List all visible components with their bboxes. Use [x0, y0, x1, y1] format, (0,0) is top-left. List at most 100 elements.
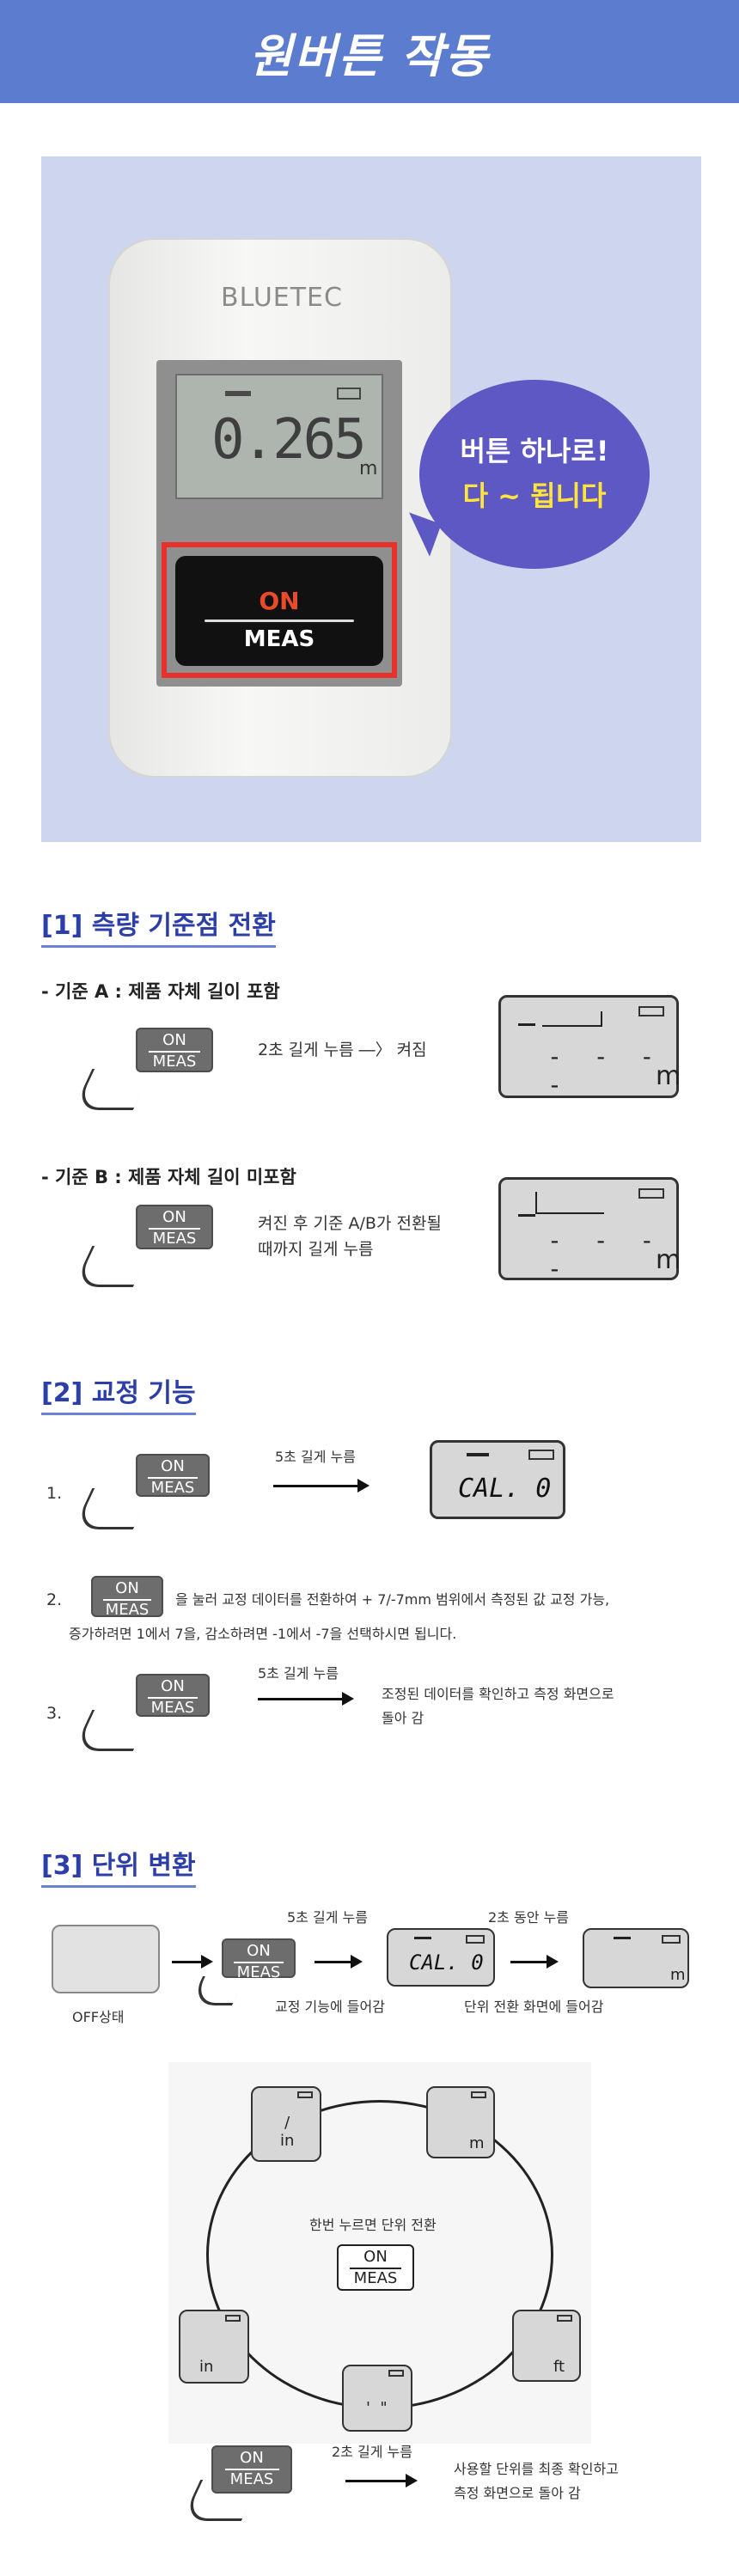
step3-text: 5초 길게 누름 — [258, 1665, 339, 1682]
unit-screen-ft-in: / in — [251, 2086, 321, 2162]
arrow-line — [258, 1698, 344, 1700]
unit-enter-text: 단위 전환 화면에 들어감 — [464, 1999, 604, 2015]
bubble-line2: 다 ~ 됩니다 — [462, 479, 607, 512]
final-press-text: 2초 길게 누름 — [332, 2444, 412, 2460]
battery-icon — [297, 2091, 313, 2098]
lcd-value: 0.265 — [211, 408, 367, 472]
button-meas-label: MEAS — [243, 626, 315, 652]
section3-title: [3] 단위 변환 — [41, 1844, 196, 1888]
arrow-icon — [518, 1023, 535, 1026]
unit-ft-label: ft — [553, 2358, 565, 2376]
screen-dashes: - - - - — [547, 1042, 663, 1099]
section1-title: [1] 측량 기준점 전환 — [41, 904, 276, 948]
arrow-head-icon — [547, 1955, 559, 1969]
press2-text: 2초 동안 누름 — [488, 1909, 569, 1926]
lcd-bar-icon — [614, 1937, 631, 1939]
device-lcd: 0.265 m — [175, 374, 383, 499]
lcd-bar-icon — [414, 1937, 431, 1939]
device-body: BLUETEC 0.265 m ON MEAS — [108, 238, 452, 778]
unit-in-label: in — [199, 2358, 214, 2376]
hand-icon — [72, 1246, 153, 1287]
battery-icon — [638, 1188, 664, 1199]
section2-title: [2] 교정 기능 — [41, 1371, 196, 1415]
cal-text: CAL. 0 — [458, 1474, 552, 1504]
step2-text2: 증가하려면 1에서 7을, 감소하려면 -1에서 -7을 선택하시면 됩니다. — [69, 1626, 457, 1642]
hero-image: BLUETEC 0.265 m ON MEAS 버튼 하나로! 다 ~ 됩니다 — [41, 156, 701, 842]
unit-m-label: m — [469, 2134, 485, 2152]
arrow-head-icon — [351, 1955, 363, 1969]
battery-icon — [388, 2370, 404, 2377]
display-screen-unit: m — [583, 1928, 689, 1988]
step3-desc1: 조정된 데이터를 확인하고 측정 화면으로 — [382, 1686, 614, 1702]
battery-icon — [528, 1450, 554, 1460]
on-meas-button[interactable]: ON MEAS — [175, 556, 383, 666]
lcd-bar-icon — [225, 391, 251, 396]
off-screen — [52, 1925, 160, 1993]
battery-icon — [638, 1006, 664, 1016]
arrow-line — [315, 1961, 352, 1963]
unit-screen-ft: ft — [512, 2310, 581, 2382]
battery-icon — [225, 2315, 241, 2322]
unit-screen-m: m — [426, 2086, 495, 2158]
unit-screen-quote: ' " — [342, 2365, 412, 2432]
display-screen-b: - - - - m — [498, 1177, 681, 1283]
arrow-line — [172, 1961, 203, 1963]
final-desc2: 측정 화면으로 돌아 감 — [454, 2485, 581, 2501]
section1-a-label: - 기준 A : 제품 자체 길이 포함 — [41, 981, 280, 1002]
section1-b-label: - 기준 B : 제품 자체 길이 미포함 — [41, 1167, 296, 1187]
unit-ftin-label: / in — [280, 2114, 295, 2150]
step3-desc2: 돌아 감 — [382, 1710, 424, 1726]
arrow-line — [510, 1961, 548, 1963]
battery-icon — [471, 2091, 486, 2098]
section1-a-text: 2초 길게 누름 ―〉 켜짐 — [258, 1041, 427, 1059]
lcd-unit: m — [359, 458, 378, 479]
button-divider — [205, 620, 354, 622]
unit-quote-label: ' " — [366, 2399, 388, 2417]
screen-unit: m — [670, 1966, 686, 1984]
battery-icon — [662, 1935, 681, 1944]
step2-number: 2. — [46, 1590, 63, 1609]
press5-text: 5초 길게 누름 — [287, 1909, 368, 1926]
reference-bracket — [542, 1011, 602, 1027]
unit-screen-in: in — [179, 2310, 249, 2384]
highlight-box — [162, 542, 397, 678]
cycle-center-text: 한번 누르면 단위 전환 — [309, 2217, 437, 2233]
arrow-head-icon — [342, 1692, 354, 1706]
cal-enter-text: 교정 기능에 들어감 — [275, 1999, 385, 2015]
screen-dashes: - - - - — [547, 1226, 663, 1283]
section1-b-text1: 켜진 후 기준 A/B가 전환될 — [258, 1214, 442, 1233]
screen-unit: m — [656, 1245, 681, 1275]
page-title: 원버튼 작동 — [249, 28, 490, 83]
reference-bracket — [535, 1192, 604, 1214]
arrow-line — [345, 2480, 407, 2482]
display-screen-cal: CAL. 0 — [430, 1440, 565, 1519]
hand-icon — [72, 1069, 153, 1110]
arrow-head-icon — [201, 1955, 213, 1969]
device-brand: BLUETEC — [221, 283, 343, 313]
step1-number: 1. — [46, 1484, 63, 1503]
arrow-head-icon — [357, 1479, 370, 1492]
speech-bubble — [419, 380, 650, 569]
battery-icon — [557, 2315, 572, 2322]
header-banner: 원버튼 작동 — [0, 0, 739, 103]
battery-icon — [466, 1935, 485, 1944]
final-desc1: 사용할 단위를 최종 확인하고 — [454, 2461, 619, 2477]
step2-text1: 을 눌러 교정 데이터를 전환하여 + 7/-7mm 범위에서 측정된 값 교정… — [175, 1591, 610, 1608]
display-screen-cal: CAL. 0 — [387, 1928, 495, 1987]
section1-b-text2: 때까지 길게 누름 — [258, 1240, 374, 1259]
arrow-line — [273, 1485, 359, 1487]
button-on-label: ON — [259, 587, 300, 615]
device-panel: 0.265 m ON MEAS — [156, 360, 402, 687]
lcd-bar-icon — [467, 1453, 489, 1456]
battery-icon — [337, 388, 361, 400]
step3-number: 3. — [46, 1704, 63, 1723]
cal-text: CAL. 0 — [409, 1950, 484, 1975]
display-screen-a: - - - - m — [498, 995, 681, 1099]
arrow-icon — [518, 1214, 535, 1217]
